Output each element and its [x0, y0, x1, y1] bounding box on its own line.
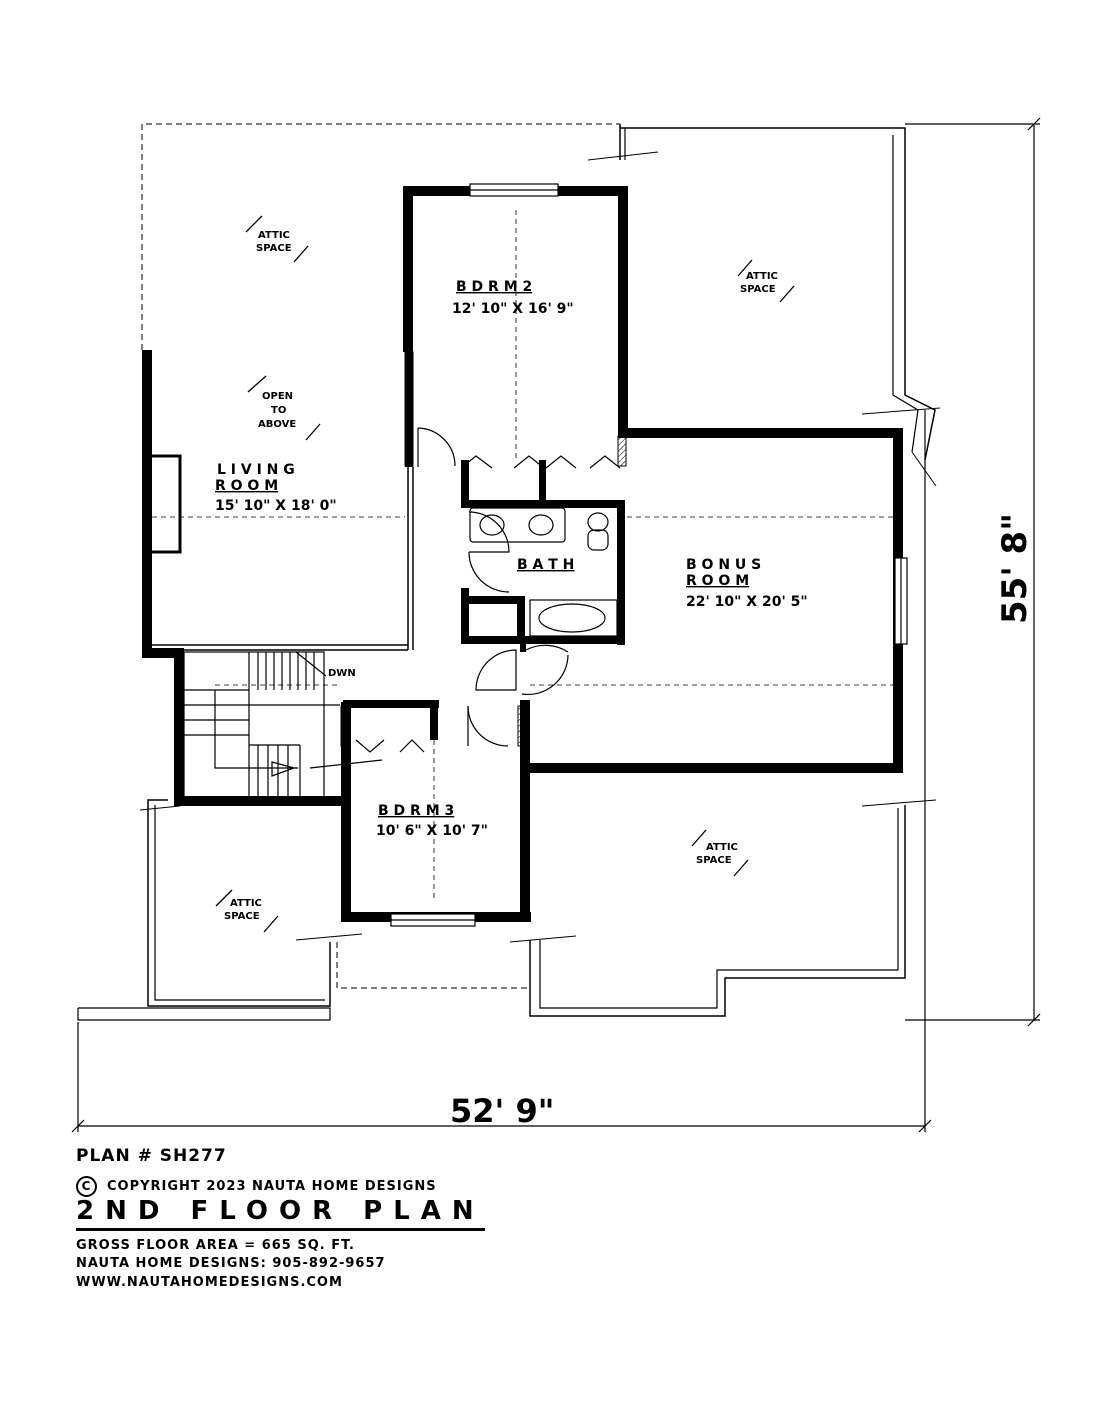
- doors: [355, 427, 621, 753]
- living-size: 15' 10" X 18' 0": [215, 498, 337, 514]
- attic-label-c2: SPACE: [696, 855, 732, 866]
- copyright-line: C COPYRIGHT 2023 NAUTA HOME DESIGNS: [76, 1176, 437, 1197]
- gross-floor-area: GROSS FLOOR AREA = 665 SQ. FT.: [76, 1238, 355, 1253]
- bdrm2-size: 12' 10" X 16' 9": [452, 301, 574, 317]
- walls: [142, 186, 903, 922]
- contact-phone: NAUTA HOME DESIGNS: 905-892-9657: [76, 1256, 386, 1271]
- room-labels: B D R M 2 12' 10" X 16' 9" L I V I N G R…: [215, 279, 808, 839]
- bath-fixtures: [469, 507, 618, 637]
- plan-number: PLAN # SH277: [76, 1146, 227, 1166]
- bonus-name-1: B O N U S: [686, 557, 761, 573]
- attic-label-b2: SPACE: [740, 284, 776, 295]
- windows: [390, 183, 908, 927]
- bdrm3-size: 10' 6" X 10' 7": [376, 823, 488, 839]
- partitions: [152, 467, 414, 920]
- staircase: [183, 651, 383, 799]
- attic-label-d1: ATTIC: [230, 898, 262, 909]
- ceiling-lines: [152, 210, 893, 900]
- attic-label-c1: ATTIC: [706, 842, 738, 853]
- open-label-2: TO: [271, 405, 286, 416]
- plan-title: 2ND FLOOR PLAN: [76, 1196, 485, 1231]
- depth-dimension: 55' 8": [995, 513, 1035, 624]
- roof-outline: [77, 123, 941, 1021]
- dimension-labels: 55' 8" 52' 9": [450, 513, 1035, 1130]
- door-jambs: [340, 351, 627, 747]
- copyright-icon: C: [76, 1176, 97, 1197]
- attic-label-d2: SPACE: [224, 911, 260, 922]
- copyright-text: COPYRIGHT 2023 NAUTA HOME DESIGNS: [107, 1179, 437, 1194]
- attic-label-b1: ATTIC: [746, 271, 778, 282]
- living-name-2: R O O M: [215, 478, 278, 494]
- bdrm3-name: B D R M 3: [378, 803, 454, 819]
- bath-name: B A T H: [517, 557, 574, 573]
- annotations: ATTIC SPACE ATTIC SPACE ATTIC SPACE ATTI…: [224, 230, 778, 922]
- open-label-3: ABOVE: [258, 419, 296, 430]
- attic-arrows: [215, 215, 795, 933]
- width-dimension: 52' 9": [450, 1092, 554, 1130]
- attic-label-a1: ATTIC: [258, 230, 290, 241]
- bonus-size: 22' 10" X 20' 5": [686, 594, 808, 610]
- living-name-1: L I V I N G: [217, 462, 295, 478]
- dimension-lines: [71, 117, 1041, 1133]
- stair-down-label: DWN: [328, 668, 356, 679]
- website-link[interactable]: WWW.NAUTAHOMEDESIGNS.COM: [76, 1275, 343, 1290]
- attic-label-a2: SPACE: [256, 243, 292, 254]
- bdrm2-name: B D R M 2: [456, 279, 532, 295]
- open-label-1: OPEN: [262, 391, 293, 402]
- bonus-name-2: R O O M: [686, 573, 749, 589]
